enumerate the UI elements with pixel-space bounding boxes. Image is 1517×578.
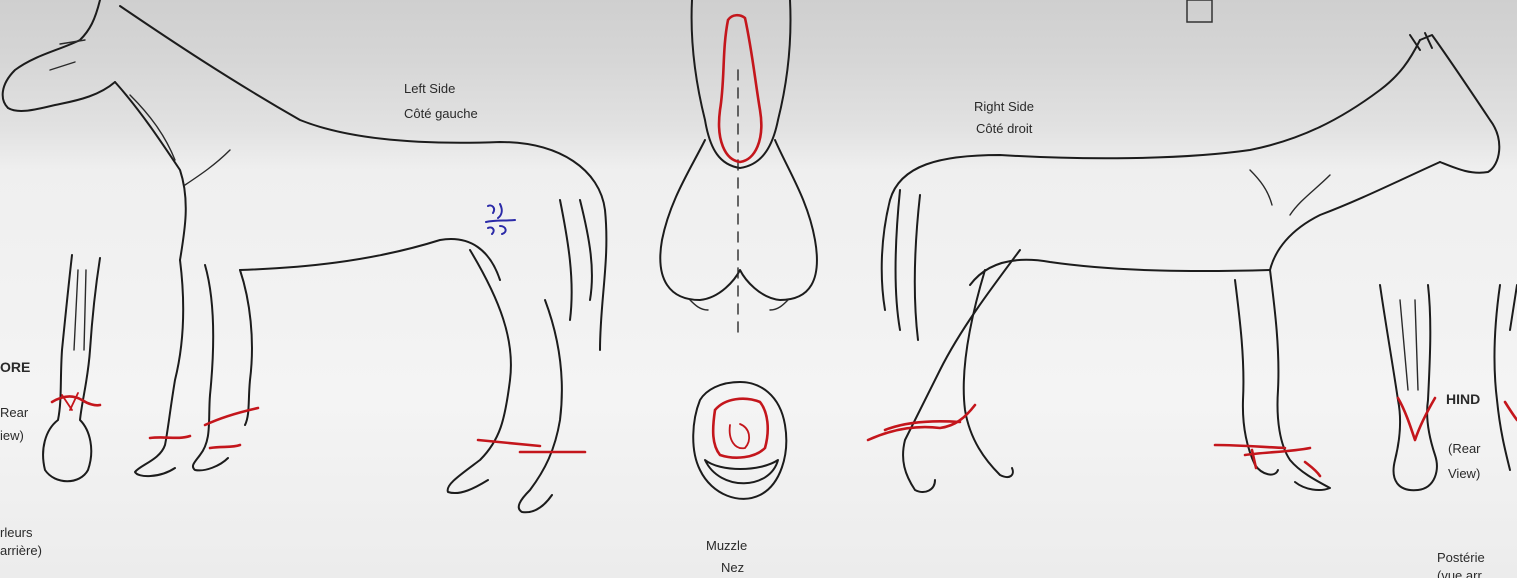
fore-rear-label-1: Rear <box>0 405 29 420</box>
right-side-label: Right Side <box>974 99 1034 114</box>
fore-label: ORE <box>0 359 30 375</box>
fore-fr-label-2: arrière) <box>0 543 42 558</box>
fore-leg-rear-view <box>43 255 100 481</box>
muzzle-label-fr: Nez <box>721 560 744 575</box>
left-side-label: Left Side <box>404 81 455 96</box>
hind-fr-label-2: (vue arr <box>1437 568 1482 578</box>
hind-fr-label-1: Postérie <box>1437 550 1485 565</box>
right-side-label-fr: Côté droit <box>976 121 1033 136</box>
horse-left-side <box>3 0 607 512</box>
left-side-label-fr: Côté gauche <box>404 106 478 121</box>
fore-rear-label-2: iew) <box>0 428 24 443</box>
hind-rear-label-2: View) <box>1448 466 1480 481</box>
checkbox-box[interactable] <box>1187 0 1212 22</box>
head-front-view <box>660 0 817 340</box>
horse-right-side <box>868 33 1499 492</box>
hind-rear-label-1: (Rear <box>1448 441 1481 456</box>
blue-ink-annotation <box>486 204 515 234</box>
muzzle-view <box>693 382 786 499</box>
muzzle-label: Muzzle <box>706 538 747 553</box>
hind-leg-rear-view <box>1380 285 1517 490</box>
hind-label: HIND <box>1446 391 1480 407</box>
fore-fr-label-1: rleurs <box>0 525 33 540</box>
